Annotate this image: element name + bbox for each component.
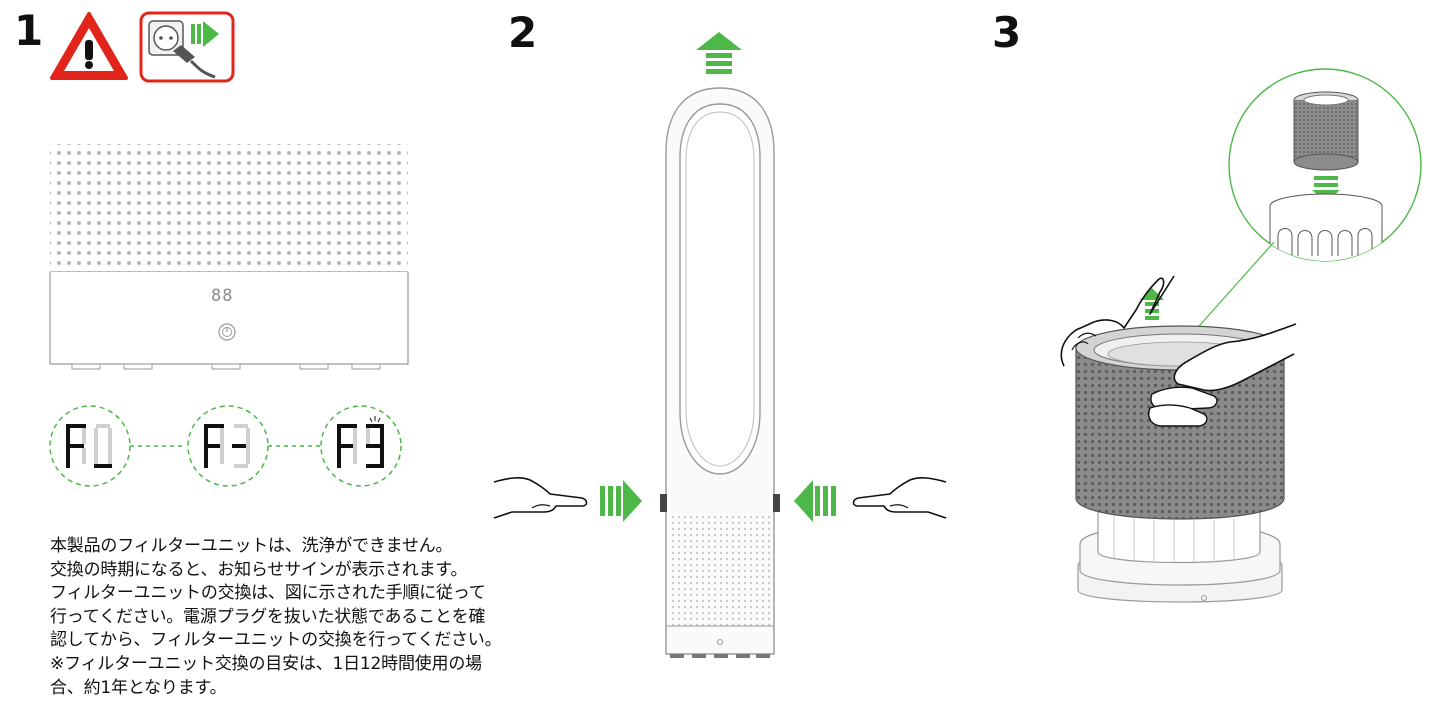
arrow-left-icon (794, 480, 836, 522)
unplug-icon (139, 11, 235, 83)
instruction-line-3: フィルターユニットの交換は、図に示された手順に従って (50, 583, 486, 604)
instruction-line-6: ※フィルターユニット交換の目安は、1日12時間使用の場 (50, 653, 482, 674)
hand-icon (852, 477, 947, 519)
instruction-line-4: 行ってください。電源プラグを抜いた状態であることを確 (50, 606, 486, 627)
indicator-codes (49, 405, 402, 487)
step-number-3: 3 (992, 8, 1022, 57)
step-number-2: 2 (508, 8, 538, 57)
arrow-up-icon (696, 32, 742, 74)
tower-fan (660, 87, 780, 658)
purifier-base-unit (49, 144, 409, 370)
instruction-text: 本製品のフィルターユニットは、洗浄ができません。 交換の時期になると、お知らせサ… (50, 535, 610, 700)
step-number-1: 1 (14, 6, 44, 55)
instruction-line-7: 合、約1年となります。 (50, 677, 227, 698)
filter-base-unit (1060, 275, 1297, 603)
instruction-line-1: 本製品のフィルターユニットは、洗浄ができません。 (50, 536, 453, 556)
warning-triangle-icon (50, 12, 128, 80)
arrow-right-icon (600, 480, 642, 522)
instruction-line-2: 交換の時期になると、お知らせサインが表示されます。 (50, 559, 468, 580)
hand-icon (493, 477, 588, 519)
zoom-detail-circle (1228, 68, 1422, 262)
main-display-readout: 88 (211, 286, 234, 306)
instruction-line-5: 認してから、フィルターユニットの交換を行ってください。 (50, 630, 502, 651)
